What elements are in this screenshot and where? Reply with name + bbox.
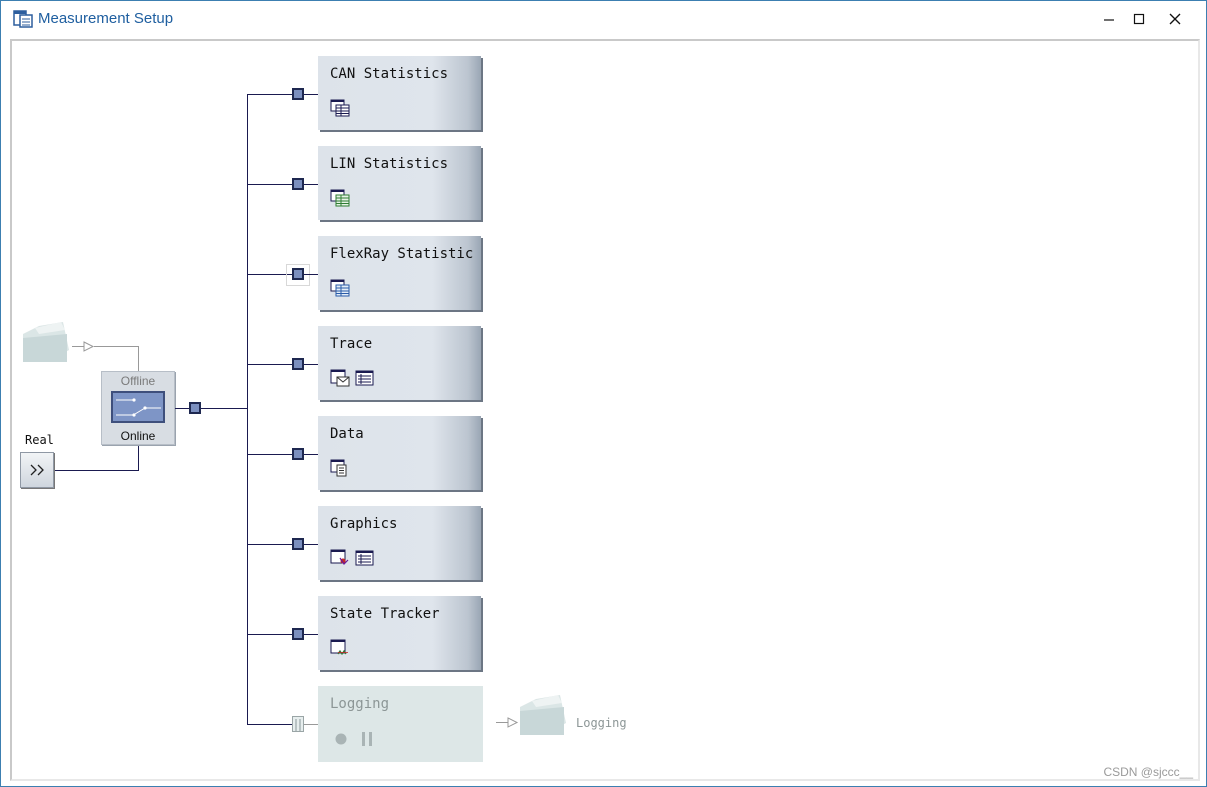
offline-arrow-line [72,346,84,347]
config-sheet-icon[interactable] [355,369,375,387]
setup-canvas[interactable] [10,39,1200,781]
trace-window-icon[interactable] [330,369,350,387]
logging-folder-icon[interactable] [518,693,568,737]
break-icon [295,719,301,731]
minimize-button[interactable] [1093,7,1125,31]
branch-node-flexray[interactable] [292,268,304,280]
block-title: Graphics [330,516,398,532]
branch-line-data [247,454,292,455]
window-title: Measurement Setup [38,10,174,27]
trunk-connector [201,408,248,409]
branch-node-data[interactable] [292,448,304,460]
state-tracker-icon[interactable] [330,639,350,657]
offline-online-switch[interactable]: Offline Online [101,371,175,445]
close-icon [1169,13,1181,25]
branch-line-graphics [247,544,292,545]
close-button[interactable] [1159,7,1191,31]
branch-line-can [247,94,292,95]
real-source-label: Real [25,433,54,447]
offline-arrow-icon [83,341,95,352]
branch-stub-logging [304,724,318,725]
graphics-window-icon[interactable] [330,549,350,567]
block-title: Data [330,426,364,442]
can-statistics-block[interactable]: CAN Statistics [318,56,481,130]
branch-node-state-tracker[interactable] [292,628,304,640]
config-sheet-icon[interactable] [355,549,375,567]
branch-stub-can [304,94,318,95]
real-connector [55,470,139,471]
minimize-icon [1104,19,1114,21]
branch-stub-flexray [304,274,318,275]
trace-block[interactable]: Trace [318,326,481,400]
offline-label: Offline [120,374,156,388]
block-title: LIN Statistics [330,156,449,172]
logging-output-label: Logging [576,716,627,730]
logging-break-node[interactable] [292,716,304,732]
trunk-vertical-line [247,94,248,724]
pause-icon[interactable] [360,731,374,747]
branch-stub-trace [304,364,318,365]
title-bar[interactable]: Measurement Setup [1,1,1206,37]
block-title: Logging [330,696,390,712]
switch-output-node[interactable] [189,402,201,414]
graphics-block[interactable]: Graphics [318,506,481,580]
logging-block[interactable]: Logging [318,686,483,762]
branch-stub-lin [304,184,318,185]
branch-line-lin [247,184,292,185]
maximize-icon [1133,13,1145,25]
real-source-button[interactable] [20,452,54,488]
data-window-icon[interactable] [330,459,350,477]
real-connector-vertical [138,444,139,471]
branch-stub-state-tracker [304,634,318,635]
block-title: CAN Statistics [330,66,449,82]
statistics-table-blue-icon[interactable] [330,279,350,297]
branch-stub-data [304,454,318,455]
logging-output-line [496,722,508,723]
switch-output-line [175,408,189,409]
offline-connector [94,346,139,347]
lin-statistics-block[interactable]: LIN Statistics [318,146,481,220]
block-title: FlexRay Statistics [330,246,473,262]
branch-line-logging [247,724,292,725]
online-label: Online [120,429,156,443]
statistics-table-icon[interactable] [330,99,350,117]
block-title: State Tracker [330,606,440,622]
offline-connector-vertical [138,346,139,372]
branch-node-lin[interactable] [292,178,304,190]
branch-line-flexray [247,274,292,275]
block-title: Trace [330,336,373,352]
branch-node-flexray-focus [286,264,310,286]
state-tracker-block[interactable]: State Tracker [318,596,481,670]
branch-line-state-tracker [247,634,292,635]
double-chevron-right-icon [30,464,44,476]
measurement-setup-icon [13,10,33,28]
switch-toggle[interactable] [111,391,165,423]
data-block[interactable]: Data [318,416,481,490]
record-icon[interactable] [334,732,348,746]
watermark: CSDN @sjccc__ [1103,765,1193,779]
flexray-statistics-block[interactable]: FlexRay Statistics [318,236,481,310]
statistics-table-green-icon[interactable] [330,189,350,207]
switch-icon [116,398,161,417]
branch-stub-graphics [304,544,318,545]
offline-folder-icon[interactable] [21,320,71,364]
branch-node-can[interactable] [292,88,304,100]
logging-output-arrow-icon [507,717,519,728]
branch-node-graphics[interactable] [292,538,304,550]
maximize-button[interactable] [1123,7,1155,31]
branch-node-trace[interactable] [292,358,304,370]
branch-line-trace [247,364,292,365]
